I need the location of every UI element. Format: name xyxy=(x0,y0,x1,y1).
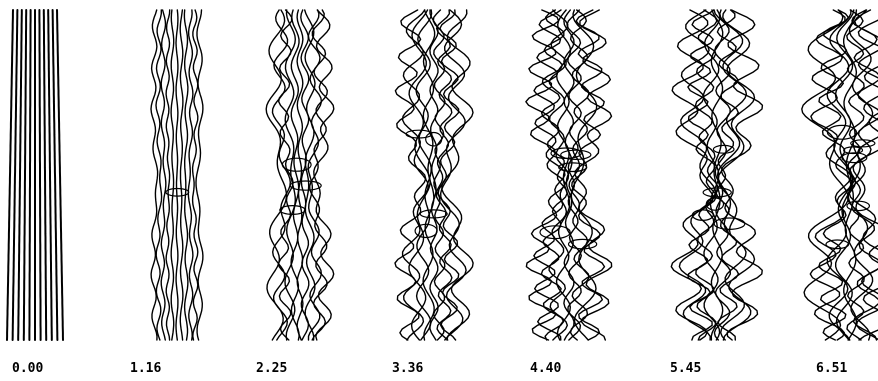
vortex-strand xyxy=(13,10,18,340)
time-label: 4.40 xyxy=(530,361,561,376)
vortex-strand xyxy=(176,10,178,340)
vortex-strand xyxy=(53,10,58,340)
time-label: 5.45 xyxy=(670,361,701,376)
time-label: 1.16 xyxy=(130,361,161,376)
vortex-strand xyxy=(310,10,328,340)
strand-panel xyxy=(266,10,334,340)
time-label: 2.25 xyxy=(256,361,287,376)
vortex-loop xyxy=(290,181,321,190)
strand-panel xyxy=(802,10,878,340)
strand-panel xyxy=(526,10,612,340)
vortex-strand xyxy=(395,10,426,340)
vortex-strand xyxy=(48,10,52,340)
vortex-strand xyxy=(166,10,170,340)
time-labels: 0.00 1.16 2.25 3.36 4.40 5.45 6.51 xyxy=(12,361,847,376)
vortex-loop xyxy=(282,158,311,171)
vortex-strand xyxy=(39,10,40,340)
vortex-strand xyxy=(57,10,63,340)
time-label: 3.36 xyxy=(392,361,423,376)
vortex-strand xyxy=(721,10,762,340)
vortex-strand xyxy=(572,10,605,340)
strand-panel xyxy=(151,10,203,340)
vortex-strand xyxy=(526,10,565,340)
vortex-strand xyxy=(161,10,166,340)
vortex-strand xyxy=(409,10,430,340)
vortex-strand xyxy=(184,10,188,340)
strand-panel xyxy=(395,10,473,340)
time-label: 6.51 xyxy=(816,361,847,376)
vortex-strand xyxy=(171,10,174,340)
strand-panel xyxy=(7,10,63,340)
vortex-strand xyxy=(29,10,30,340)
vortex-strand xyxy=(156,10,162,340)
vortex-strand xyxy=(24,10,26,340)
vortex-loop xyxy=(713,145,734,153)
vortex-strand xyxy=(188,10,193,340)
panels-layer xyxy=(7,10,878,340)
vortex-strand xyxy=(441,10,466,340)
vortex-strand xyxy=(7,10,13,340)
vortex-strand xyxy=(18,10,22,340)
time-label: 0.00 xyxy=(12,361,43,376)
vortex-strand xyxy=(180,10,183,340)
vortex-strand xyxy=(671,10,713,340)
vortex-strand xyxy=(44,10,46,340)
strand-panel xyxy=(671,10,762,340)
